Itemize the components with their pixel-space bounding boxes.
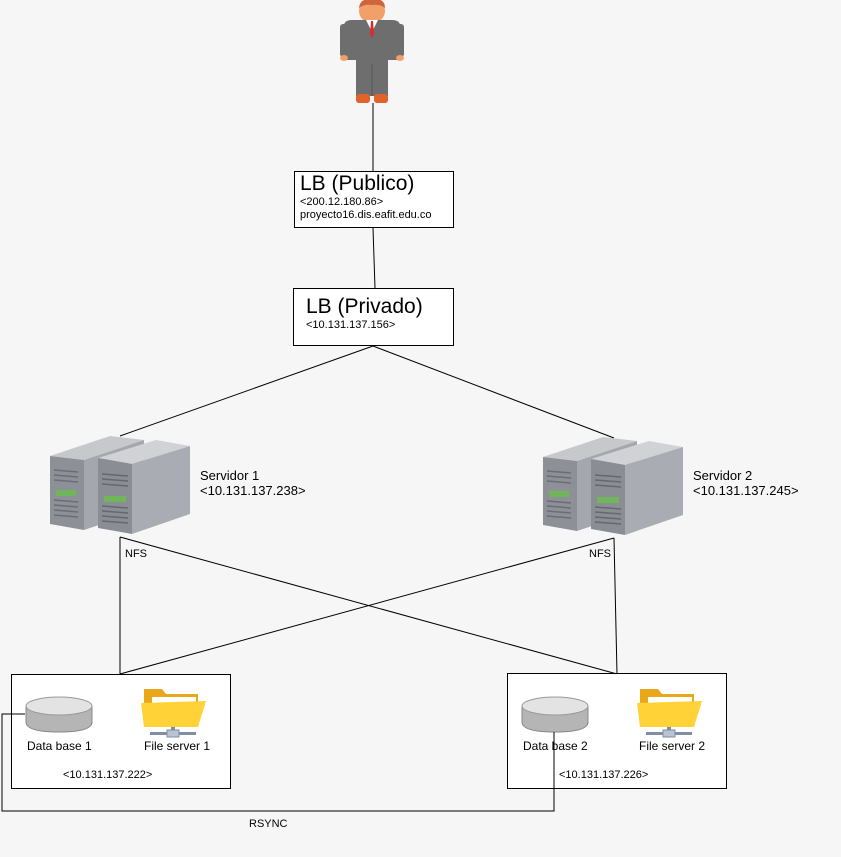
- servidor2-to-storage2-line: [613, 537, 618, 675]
- lb-publico-ip: <200.12.180.86>: [300, 196, 384, 208]
- storage1-db-label: Data base 1: [27, 739, 92, 753]
- lb-privado-title: LB (Privado): [306, 295, 423, 318]
- database-icon: [521, 696, 589, 733]
- lb-privado-to-servidor1-line: [119, 345, 374, 437]
- lb-privado-to-servidor2-line: [372, 345, 615, 439]
- lb-publico-host: proyecto16.dis.eafit.edu.co: [300, 209, 432, 221]
- storage2-fs-label: File server 2: [639, 739, 706, 753]
- lb-publico-box: LB (Publico) <200.12.180.86> proyecto16.…: [294, 171, 454, 228]
- storage1-ip: <10.131.137.222>: [63, 769, 153, 781]
- servidor1-ip: <10.131.137.238>: [200, 483, 306, 498]
- storage2-db-label: Data base 2: [523, 739, 588, 753]
- server-unit-front: [98, 440, 190, 534]
- server-rack-icon-1: [50, 436, 190, 534]
- nfs-label-right: NFS: [589, 548, 611, 560]
- lb-privado-box: LB (Privado) <10.131.137.156>: [293, 288, 454, 346]
- folder-share-icon: [141, 689, 206, 738]
- servidor2-label: Servidor 2 <10.131.137.245>: [693, 468, 799, 498]
- servidor2-ip: <10.131.137.245>: [693, 483, 799, 498]
- database-icon: [25, 696, 93, 733]
- storage2-box: Data base 2 File server 2 <10.131.137.22…: [507, 673, 727, 789]
- storage2-ip: <10.131.137.226>: [559, 769, 649, 781]
- servidor2-name: Servidor 2: [693, 468, 753, 483]
- lb-publico-title: LB (Publico): [300, 172, 415, 195]
- storage1-box: Data base 1 File server 1 <10.131.137.22…: [11, 674, 231, 789]
- lb-publico-to-lb-privado-line: [372, 227, 376, 289]
- rsync-label: RSYNC: [249, 818, 288, 830]
- servidor2-to-storage1-line: [119, 537, 615, 675]
- server-rack-icon-2: [543, 437, 683, 535]
- folder-share-icon: [637, 689, 702, 738]
- servidor1-name: Servidor 1: [200, 468, 260, 483]
- lb-privado-ip: <10.131.137.156>: [306, 319, 396, 331]
- servidor1-label: Servidor 1 <10.131.137.238>: [200, 468, 306, 498]
- user-icon: [340, 0, 404, 103]
- storage1-fs-label: File server 1: [144, 739, 211, 753]
- nfs-label-left: NFS: [125, 548, 147, 560]
